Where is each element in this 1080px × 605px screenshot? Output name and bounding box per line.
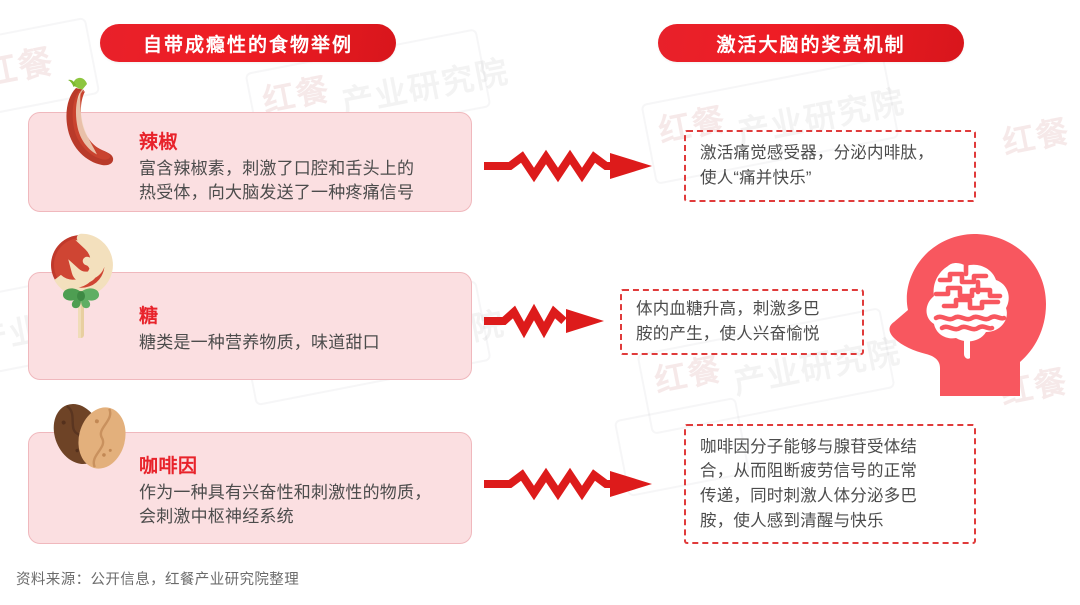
head-with-brain-illustration (878, 232, 1054, 396)
mechanism-text: 咖啡因分子能够与腺苷受体结 合，从而阻断疲劳信号的正常 传递，同时刺激人体分泌多… (700, 437, 918, 530)
source-note: 资料来源：公开信息，红餐产业研究院整理 (16, 572, 300, 588)
mechanism-box[interactable]: 体内血糖升高，刺激多巴 胺的产生，使人兴奋愉悦 (620, 289, 864, 355)
section-header-reward-label: 激活大脑的奖赏机制 (716, 34, 906, 56)
food-card-title: 糖 (139, 306, 159, 327)
lollipop-icon (44, 230, 120, 342)
zigzag-arrow-sugar (482, 303, 606, 339)
food-card[interactable]: 糖 糖类是一种营养物质，味道甜口 (28, 272, 472, 380)
watermark-text: 红餐 (999, 112, 1074, 162)
section-header-reward: 激活大脑的奖赏机制 (658, 24, 964, 62)
food-card-body: 富含辣椒素，刺激了口腔和舌头上的 热受体，向大脑发送了一种疼痛信号 (139, 158, 415, 203)
mechanism-text: 体内血糖升高，刺激多巴 胺的产生，使人兴奋愉悦 (636, 300, 820, 343)
food-card-text: 糖 糖类是一种营养物质，味道甜口 (139, 305, 455, 355)
food-card-text: 咖啡因 作为一种具有兴奋性和刺激性的物质， 会刺激中枢神经系统 (139, 455, 455, 530)
food-card-body: 糖类是一种营养物质，味道甜口 (139, 332, 380, 352)
mechanism-box[interactable]: 咖啡因分子能够与腺苷受体结 合，从而阻断疲劳信号的正常 传递，同时刺激人体分泌多… (684, 424, 976, 544)
food-card-title: 咖啡因 (139, 456, 198, 477)
chili-pepper-icon (46, 72, 126, 176)
food-card-body: 作为一种具有兴奋性和刺激性的物质， 会刺激中枢神经系统 (139, 482, 432, 527)
food-card-text: 辣椒 富含辣椒素，刺激了口腔和舌头上的 热受体，向大脑发送了一种疼痛信号 (139, 131, 455, 206)
food-card[interactable]: 咖啡因 作为一种具有兴奋性和刺激性的物质， 会刺激中枢神经系统 (28, 432, 472, 544)
section-header-food: 自带成瘾性的食物举例 (100, 24, 396, 62)
zigzag-arrow-caffeine (482, 466, 654, 502)
mechanism-box[interactable]: 激活痛觉感受器，分泌内啡肽， 使人“痛并快乐” (684, 130, 976, 202)
section-header-food-label: 自带成瘾性的食物举例 (142, 34, 353, 56)
mechanism-text: 激活痛觉感受器，分泌内啡肽， 使人“痛并快乐” (700, 144, 934, 187)
zigzag-arrow-chili (482, 148, 654, 184)
coffee-beans-icon (42, 390, 138, 480)
food-card-title: 辣椒 (139, 132, 179, 153)
